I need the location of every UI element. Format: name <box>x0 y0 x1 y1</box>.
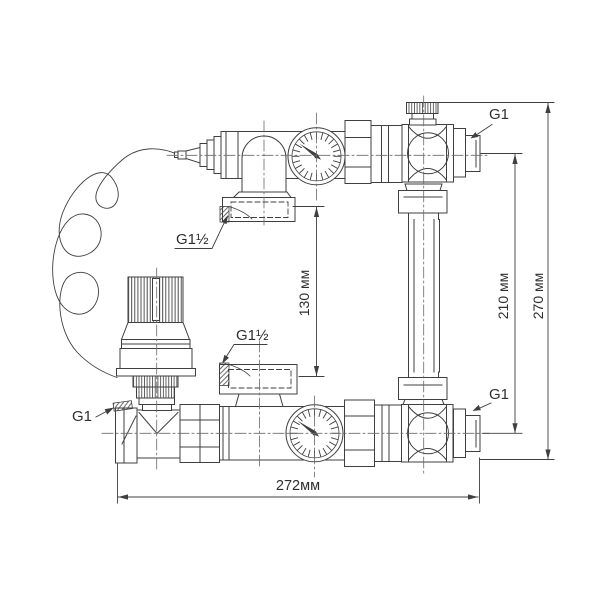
dim-text-210mm: 210 мм <box>495 272 511 320</box>
thread-hatch <box>219 362 230 386</box>
knurled-ring <box>132 375 179 388</box>
knurled-ring <box>136 386 175 399</box>
vertical-pipe-top-union <box>398 190 448 214</box>
thread-hatch <box>112 400 133 412</box>
head-collar <box>116 368 196 377</box>
leader-g1-top-right <box>474 123 493 137</box>
label-g1half-top: G1½ <box>176 231 209 248</box>
label-g1-top-right: G1 <box>489 106 510 123</box>
bottom-elbow-g15-port <box>219 362 298 407</box>
vertical-pipe <box>398 183 448 405</box>
vertical-pipe-bottom-union <box>398 377 448 400</box>
leader-g1half-top <box>174 218 227 249</box>
top-pump-flange <box>370 125 403 183</box>
indicator-window <box>152 278 160 321</box>
leader-g1half-bottom <box>224 344 268 359</box>
dim-text-272mm: 272мм <box>275 477 321 494</box>
valve-knob <box>406 102 439 114</box>
dimension-arrows <box>104 103 551 500</box>
leader-g1-bottom-right <box>479 402 492 409</box>
centerlines <box>101 95 490 478</box>
thermostatic-head <box>116 276 196 411</box>
thermostatic-valve <box>136 409 181 459</box>
dim-text-130mm: 130 мм <box>296 269 312 317</box>
label-g1-bottom-left: G1 <box>72 408 93 425</box>
dimension-lines <box>95 102 555 504</box>
bottom-left-g1-port <box>112 400 138 464</box>
top-union-nut <box>344 120 372 184</box>
top-elbow-g15-port <box>219 135 296 223</box>
valve-ball <box>407 132 449 175</box>
label-g1half-bottom: G1½ <box>236 327 269 344</box>
g1-port-top <box>453 128 466 178</box>
label-g1-bottom-right: G1 <box>489 386 510 403</box>
top-right-valve <box>401 102 481 183</box>
capillary-tube <box>52 148 180 379</box>
dim-text-270mm: 270 мм <box>530 272 546 320</box>
valve-seat <box>138 411 179 435</box>
